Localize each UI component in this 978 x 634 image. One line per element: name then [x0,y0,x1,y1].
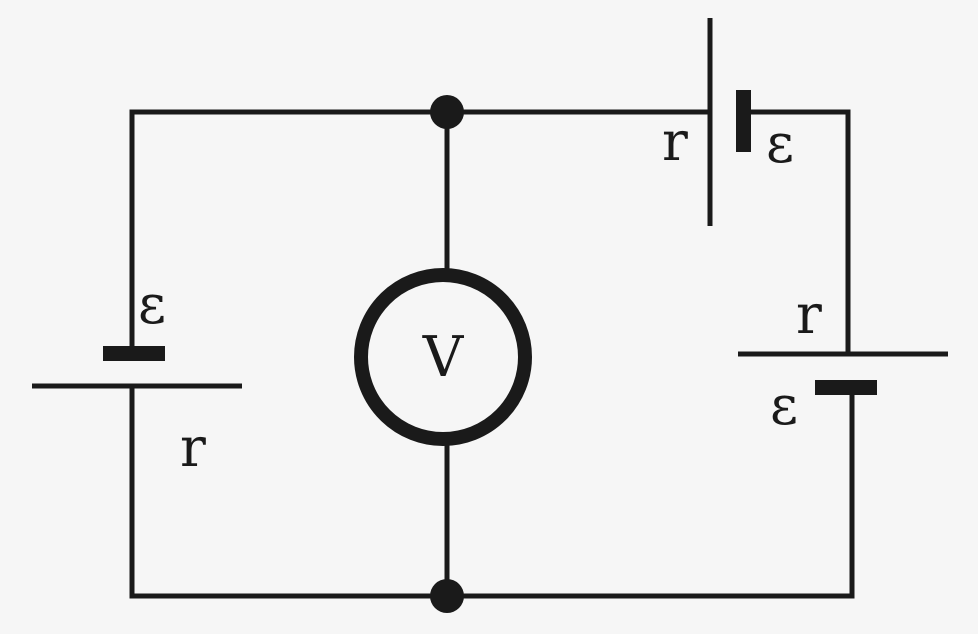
left-battery-negative-plate [103,346,165,361]
bottom-junction-node [430,579,464,613]
voltmeter-ring [354,268,532,446]
right-battery-negative-plate [815,380,877,395]
top-resistance-label: r [662,110,688,173]
left-emf-label: ε [138,273,166,336]
left-resistance-label: r [180,416,206,479]
top-battery [707,18,751,226]
right-emf-label: ε [770,374,798,437]
wire-top-right [742,109,851,357]
voltmeter: V [354,268,532,446]
left-battery [32,346,242,389]
voltmeter-label: V [422,325,465,390]
top-emf-label: ε [766,112,794,175]
top-junction-node [430,95,464,129]
right-battery [738,351,948,395]
right-resistance-label: r [796,283,822,346]
top-battery-negative-plate [736,90,751,152]
